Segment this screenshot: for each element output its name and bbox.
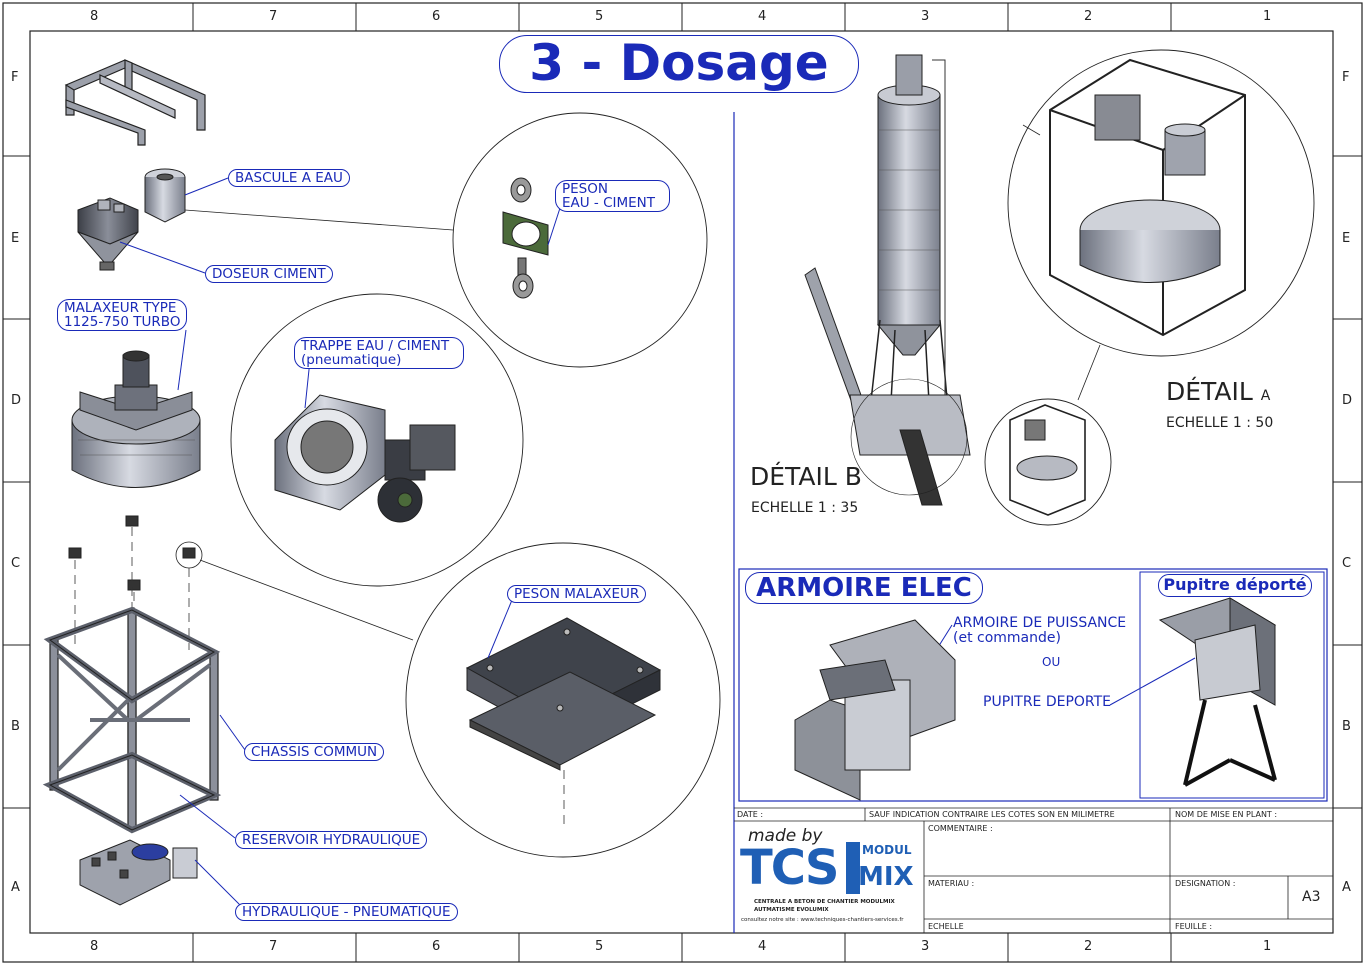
col-label-bottom: 5 (595, 939, 604, 954)
callout-malaxeur-line2: 1125-750 TURBO (64, 314, 181, 330)
col-label-bottom: 4 (758, 939, 767, 954)
butterfly-valve (274, 394, 456, 523)
detail-circle-a (1007, 49, 1315, 357)
remote-desk-illustration (1158, 597, 1277, 787)
frame-part (64, 59, 206, 146)
row-label-right: A (1342, 880, 1351, 895)
col-label-top: 8 (90, 9, 99, 24)
logo-mix: MIX (858, 862, 914, 892)
col-label-top: 1 (1263, 9, 1272, 24)
logo-made-by: made by (748, 826, 823, 846)
armoire-puissance-label: ARMOIRE DE PUISSANCE (et commande) (953, 616, 1126, 646)
common-chassis-part (42, 606, 222, 834)
detail-circle-trappe (230, 293, 524, 587)
detail-b-title: DÉTAIL B (750, 462, 862, 491)
pupitre-deporte-label: PUPITRE DEPORTE (983, 694, 1112, 710)
row-label-right: B (1342, 719, 1351, 734)
callout-trappe: TRAPPE EAU / CIMENT (pneumatique) (294, 337, 465, 369)
row-label-left: C (11, 556, 21, 571)
callout-peson-eau-ciment: PESON EAU - CIMENT (555, 180, 671, 212)
armoire-puissance-line1: ARMOIRE DE PUISSANCE (953, 615, 1127, 631)
callout-reservoir-hydraulique: RESERVOIR HYDRAULIQUE (235, 831, 428, 849)
pupitre-title-box (1158, 574, 1312, 597)
tb-format: A3 (1302, 889, 1321, 905)
power-cabinet-illustration (794, 619, 956, 801)
callout-doseur-ciment: DOSEUR CIMENT (205, 265, 333, 283)
col-label-top: 2 (1084, 9, 1093, 24)
mixer-part (71, 350, 201, 488)
tb-date: DATE : (737, 810, 764, 819)
detail-a-scale: ECHELLE 1 : 50 (1166, 415, 1274, 431)
tb-feuille: FEUILLE : (1175, 922, 1213, 931)
detail-a-title: DÉTAIL A (1166, 377, 1270, 406)
water-scale-part (144, 168, 186, 223)
row-label-left: B (11, 719, 20, 734)
armoire-ou-label: OU (1042, 655, 1061, 669)
silo-plant-illustration (804, 54, 971, 506)
tb-sauf: SAUF INDICATION CONTRAIRE LES COTES SON … (869, 810, 1115, 819)
detail-a-letter: A (1260, 388, 1271, 404)
callout-trappe-line1: TRAPPE EAU / CIMENT (301, 338, 450, 354)
callout-chassis-commun: CHASSIS COMMUN (244, 743, 385, 761)
col-label-bottom: 3 (921, 939, 930, 954)
callout-bascule-eau: BASCULE A EAU (228, 169, 350, 187)
col-label-top: 3 (921, 9, 930, 24)
callout-peson-line2: EAU - CIMENT (562, 195, 656, 211)
logo-tcs: TCS (740, 840, 839, 896)
logo-modulmix-mark (846, 842, 860, 894)
tb-nom: NOM DE MISE EN PLANT : (1175, 810, 1278, 819)
load-pads (68, 515, 196, 591)
logo-line3: consultez notre site : www.techniques-ch… (741, 917, 904, 923)
row-label-right: C (1342, 556, 1352, 571)
col-label-bottom: 1 (1263, 939, 1272, 954)
col-label-bottom: 7 (269, 939, 278, 954)
row-label-left: E (11, 231, 20, 246)
callout-malaxeur-line1: MALAXEUR TYPE (64, 300, 177, 316)
hydraulic-unit-part (79, 839, 198, 906)
tb-echelle: ECHELLE (928, 922, 964, 931)
row-label-left: F (11, 70, 19, 85)
detail-circle-a-small (984, 398, 1112, 526)
row-label-right: D (1342, 393, 1353, 408)
detail-b-scale: ECHELLE 1 : 35 (751, 500, 859, 516)
col-label-top: 5 (595, 9, 604, 24)
callout-hydraulique-pneumatique: HYDRAULIQUE - PNEUMATIQUE (235, 903, 458, 921)
tb-commentaire: COMMENTAIRE : (928, 824, 993, 833)
callout-peson-line1: PESON (562, 181, 608, 197)
callout-malaxeur: MALAXEUR TYPE 1125-750 TURBO (57, 299, 188, 331)
col-label-bottom: 2 (1084, 939, 1093, 954)
water-cement-load-cell (502, 177, 549, 299)
armoire-title-box (745, 572, 983, 604)
logo-line1: CENTRALE A BETON DE CHANTIER MODULMIX (754, 899, 895, 905)
detail-circle-peson-malaxeur (405, 542, 721, 858)
detail-circle-peson (452, 112, 708, 368)
logo-modul: MODUL (862, 843, 912, 857)
col-label-bottom: 6 (432, 939, 441, 954)
col-label-bottom: 8 (90, 939, 99, 954)
row-label-left: D (11, 393, 22, 408)
page-title-box (499, 35, 859, 93)
armoire-puissance-line2: (et commande) (953, 630, 1061, 646)
detail-a-title-text: DÉTAIL (1166, 377, 1253, 406)
mixer-station-detail-a (1049, 58, 1246, 337)
logo-line2: AUTMATISME EVOLUMIX (754, 907, 829, 913)
callout-trappe-line2: (pneumatique) (301, 352, 402, 368)
col-label-top: 7 (269, 9, 278, 24)
page-title: 3 - Dosage (529, 34, 829, 92)
tb-materiau: MATERIAU : (928, 879, 975, 888)
row-label-right: E (1342, 231, 1351, 246)
col-label-top: 6 (432, 9, 441, 24)
pupitre-title: Pupitre déporté (1163, 575, 1307, 594)
armoire-title: ARMOIRE ELEC (756, 573, 972, 603)
row-label-left: A (11, 880, 20, 895)
cement-doser-part (77, 197, 139, 271)
callout-peson-malaxeur: PESON MALAXEUR (507, 585, 647, 603)
mixer-load-cell (465, 617, 662, 771)
row-label-right: F (1342, 70, 1350, 85)
col-label-top: 4 (758, 9, 767, 24)
tb-designation: DESIGNATION : (1175, 879, 1236, 888)
